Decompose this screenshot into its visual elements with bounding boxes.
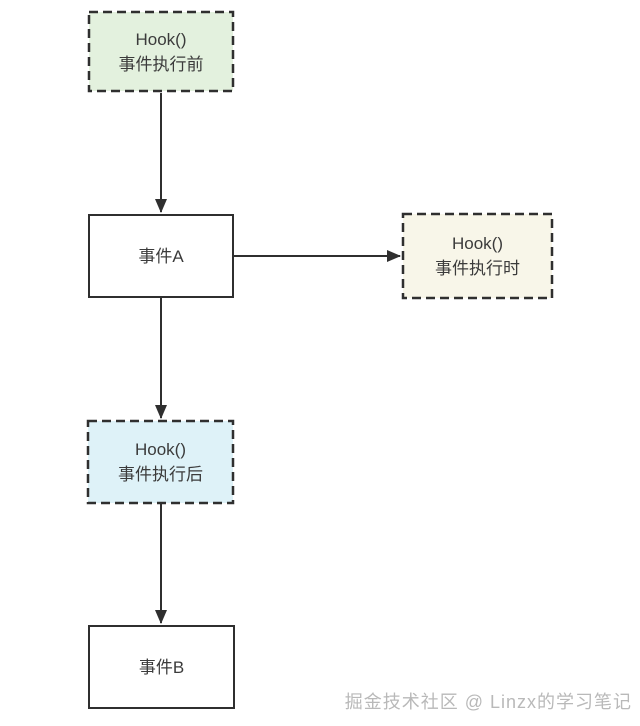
node-event-b-box	[88, 625, 235, 709]
node-hook-during-box	[401, 212, 554, 300]
node-hook-before-box	[87, 10, 235, 93]
watermark: 掘金技术社区 @ Linzx的学习笔记	[344, 692, 632, 712]
node-event-a-box	[88, 214, 234, 298]
node-hook-after-box	[86, 419, 235, 505]
